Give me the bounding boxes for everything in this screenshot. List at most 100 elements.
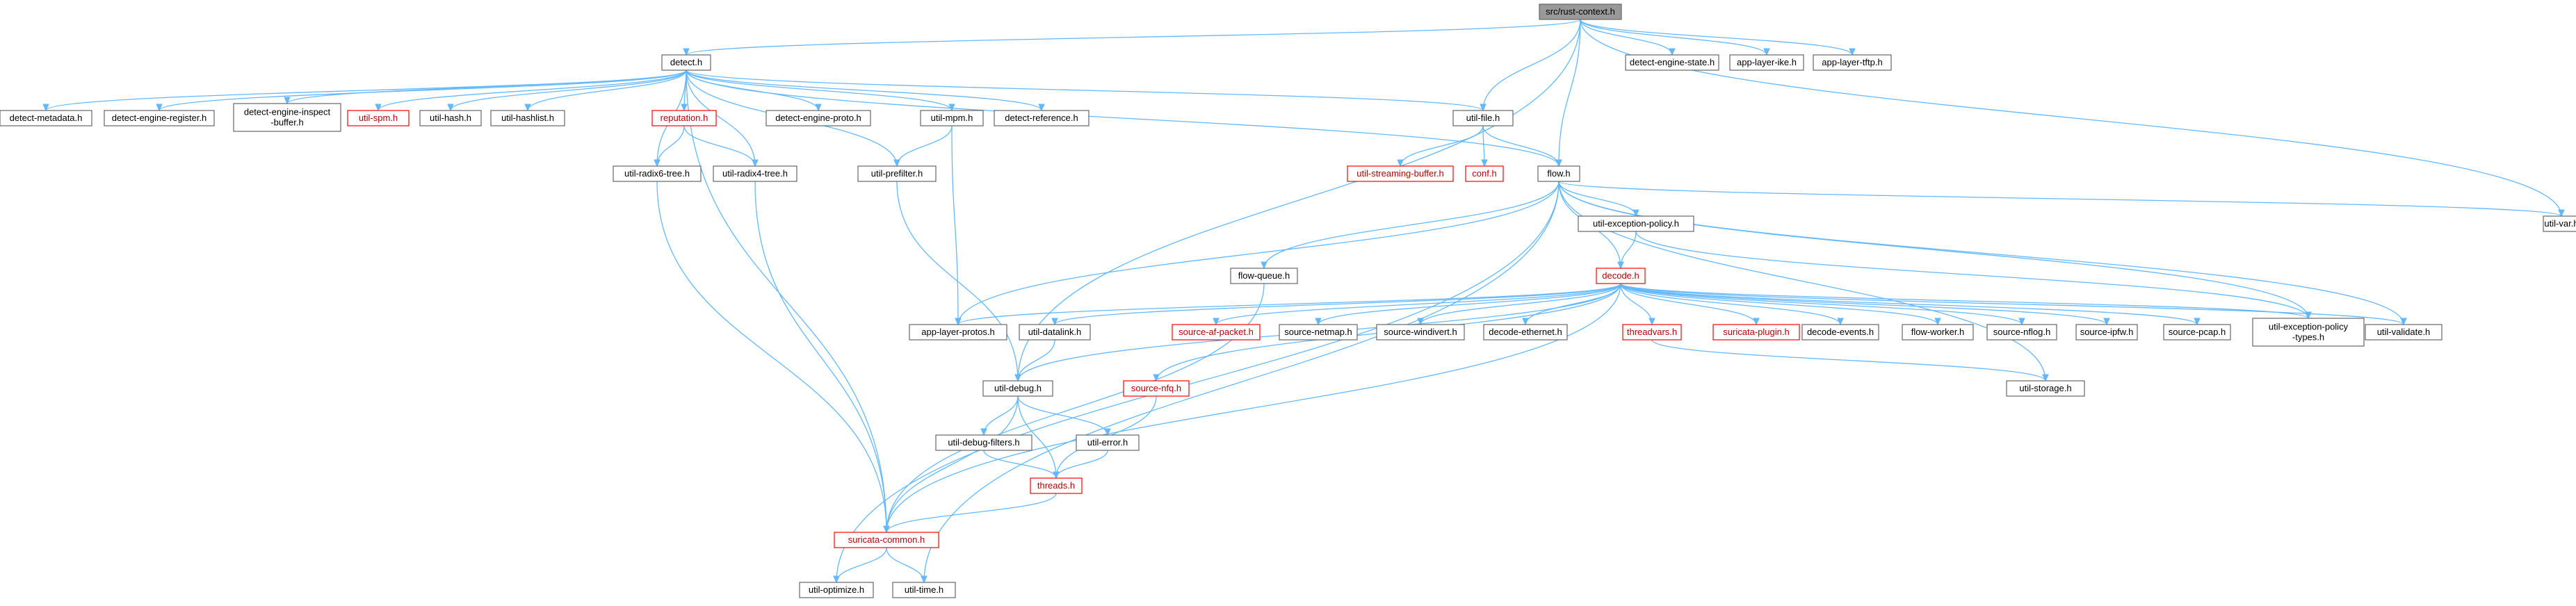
node-util-hashlist[interactable]: util-hashlist.h — [490, 110, 565, 126]
edge-util-file-to-flow — [1482, 125, 1562, 167]
node-label: util-debug.h — [994, 383, 1042, 393]
node-box — [2543, 215, 2576, 232]
node-label: detect-reference.h — [1005, 113, 1078, 123]
node-util-debug[interactable]: util-debug.h — [982, 380, 1053, 397]
node-detect-engine-state[interactable]: detect-engine-state.h — [1625, 54, 1719, 71]
node-box — [920, 110, 984, 126]
edge-detect-to-detect-engine-proto — [686, 69, 822, 112]
node-util-prefilter[interactable]: util-prefilter.h — [857, 165, 937, 182]
edge-detect-to-detect-reference — [686, 69, 1045, 112]
node-detect-engine-proto[interactable]: detect-engine-proto.h — [765, 110, 871, 126]
node-util-hash[interactable]: util-hash.h — [419, 110, 482, 126]
node-label: threads.h — [1037, 480, 1075, 491]
edge-util-datalink-to-util-debug — [1014, 339, 1055, 382]
node-util-time[interactable]: util-time.h — [892, 582, 956, 598]
node-util-radix6-tree[interactable]: util-radix6-tree.h — [613, 165, 702, 182]
node-box — [0, 110, 92, 126]
node-source-nflog[interactable]: source-nflog.h — [1986, 324, 2057, 341]
node-label: util-error.h — [1087, 437, 1128, 448]
node-util-debug-filters[interactable]: util-debug-filters.h — [935, 434, 1032, 451]
node-util-storage[interactable]: util-storage.h — [2006, 380, 2085, 397]
node-label: detect-metadata.h — [10, 113, 83, 123]
node-label: util-mpm.h — [931, 113, 973, 123]
edge-decode-to-util-validate — [1620, 283, 2407, 326]
node-detect-engine-inspect-buffer[interactable]: detect-engine-inspect-buffer.h — [233, 103, 341, 132]
node-source-pcap[interactable]: source-pcap.h — [2163, 324, 2231, 341]
node-reputation[interactable]: reputation.h — [651, 110, 717, 126]
node-detect-metadata[interactable]: detect-metadata.h — [0, 110, 92, 126]
edge-decode-to-suricata-plugin — [1620, 283, 1760, 326]
node-app-layer-tftp[interactable]: app-layer-tftp.h — [1813, 54, 1892, 71]
edge-util-file-to-util-streaming-buffer — [1397, 125, 1484, 167]
node-suricata-common[interactable]: suricata-common.h — [834, 532, 939, 548]
edge-flow-to-util-exception-policy — [1558, 181, 1639, 218]
edge-arrowhead — [683, 48, 690, 56]
node-detect-engine-register[interactable]: detect-engine-register.h — [104, 110, 215, 126]
node-util-mpm[interactable]: util-mpm.h — [920, 110, 984, 126]
node-util-datalink[interactable]: util-datalink.h — [1019, 324, 1091, 341]
node-util-streaming-buffer[interactable]: util-streaming-buffer.h — [1347, 165, 1454, 182]
node-app-layer-ike[interactable]: app-layer-ike.h — [1729, 54, 1804, 71]
edge-arrowhead — [2400, 318, 2407, 326]
node-util-exception-policy-types[interactable]: util-exception-policy-types.h — [2252, 318, 2365, 347]
node-threads[interactable]: threads.h — [1030, 477, 1083, 494]
node-util-validate[interactable]: util-validate.h — [2365, 324, 2443, 341]
node-label: util-radix4-tree.h — [722, 168, 788, 179]
node-label: util-radix6-tree.h — [624, 168, 690, 179]
node-source-ipfw[interactable]: source-ipfw.h — [2075, 324, 2138, 341]
node-label: -types.h — [2292, 332, 2324, 343]
node-box — [1483, 324, 1568, 341]
node-decode-events[interactable]: decode-events.h — [1801, 324, 1879, 341]
node-threadvars[interactable]: threadvars.h — [1622, 324, 1682, 341]
edge-arrowhead — [1153, 374, 1160, 382]
node-flow-worker[interactable]: flow-worker.h — [1902, 324, 1974, 341]
edge-util-radix6-tree-to-suricata-common — [656, 181, 890, 534]
node-box — [1712, 324, 1800, 341]
node-util-exception-policy[interactable]: util-exception-policy.h — [1578, 215, 1694, 232]
edge-arrowhead — [2018, 318, 2025, 326]
node-decode-ethernet[interactable]: decode-ethernet.h — [1483, 324, 1568, 341]
edge-arrowhead — [1397, 159, 1404, 167]
node-label: util-time.h — [905, 584, 943, 595]
node-source-af-packet[interactable]: source-af-packet.h — [1172, 324, 1261, 341]
node-source-netmap[interactable]: source-netmap.h — [1279, 324, 1358, 341]
edge-decode-to-threadvars — [1620, 283, 1655, 326]
edge-detect-to-util-hash — [447, 69, 687, 112]
node-util-file[interactable]: util-file.h — [1452, 110, 1514, 126]
edge-arrowhead — [2103, 318, 2110, 326]
node-source-windivert[interactable]: source-windivert.h — [1376, 324, 1465, 341]
node-util-error[interactable]: util-error.h — [1076, 434, 1140, 451]
edge-detect-to-detect-engine-inspect-buffer — [284, 69, 687, 105]
edge-detect-to-detect-engine-register — [156, 69, 687, 112]
node-util-var[interactable]: util-var.h — [2543, 215, 2576, 232]
node-detect[interactable]: detect.h — [661, 54, 711, 71]
node-decode[interactable]: decode.h — [1596, 268, 1646, 284]
node-util-optimize[interactable]: util-optimize.h — [799, 582, 874, 598]
edge-decode-to-source-windivert — [1417, 283, 1621, 326]
edge-flow-queue-to-suricata-common — [883, 283, 1265, 534]
node-source-nfq[interactable]: source-nfq.h — [1123, 380, 1190, 397]
node-util-radix4-tree[interactable]: util-radix4-tree.h — [713, 165, 797, 182]
node-root[interactable]: src/rust-context.h — [1539, 3, 1622, 20]
edge-reputation-to-util-radix6-tree — [654, 125, 685, 167]
edge-arrowhead — [815, 104, 822, 112]
node-box — [713, 165, 797, 182]
node-app-layer-protos[interactable]: app-layer-protos.h — [909, 324, 1007, 341]
node-label: util-spm.h — [359, 113, 398, 123]
node-box — [661, 54, 711, 71]
node-flow-queue[interactable]: flow-queue.h — [1230, 268, 1298, 284]
node-suricata-plugin[interactable]: suricata-plugin.h — [1712, 324, 1800, 341]
edge-detect-to-util-file — [686, 69, 1487, 112]
node-flow[interactable]: flow.h — [1537, 165, 1580, 182]
node-detect-reference[interactable]: detect-reference.h — [994, 110, 1089, 126]
node-box — [1801, 324, 1879, 341]
edge-flow-to-flow-queue — [1261, 181, 1560, 270]
edge-decode-to-decode-events — [1620, 283, 1844, 326]
node-label: app-layer-protos.h — [921, 327, 995, 337]
node-box — [765, 110, 871, 126]
node-conf[interactable]: conf.h — [1465, 165, 1504, 182]
edge-arrowhead — [833, 575, 840, 584]
node-box — [1729, 54, 1804, 71]
node-box — [1813, 54, 1892, 71]
node-util-spm[interactable]: util-spm.h — [347, 110, 410, 126]
